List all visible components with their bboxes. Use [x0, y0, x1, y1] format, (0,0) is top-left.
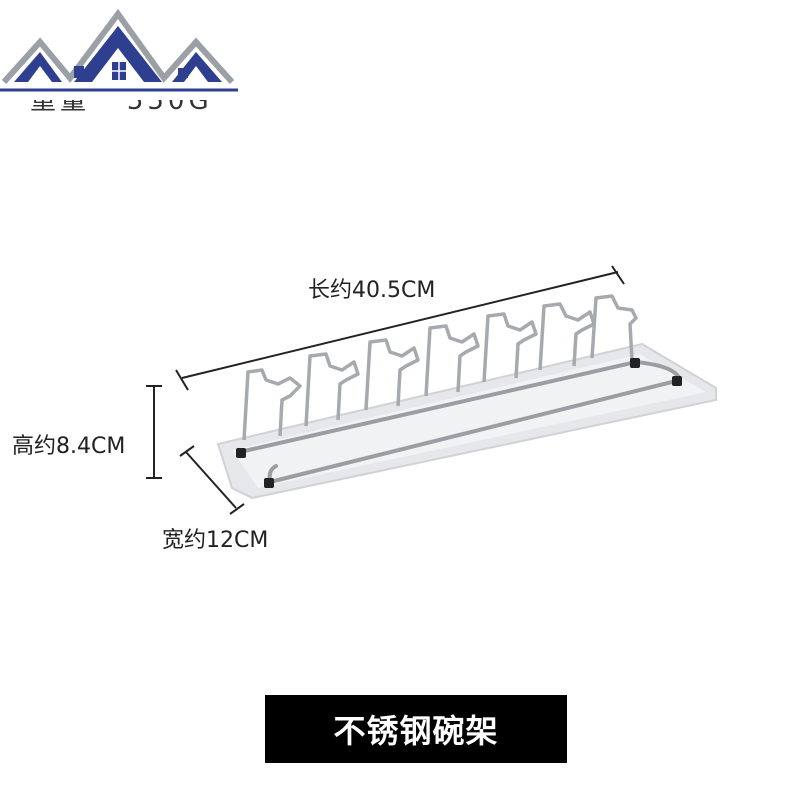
length-label: 长约40.5CM [308, 278, 436, 303]
wire-plate-holders [242, 294, 638, 441]
length-dimension-line [175, 265, 625, 391]
drip-tray [216, 342, 717, 500]
product-caption: 不锈钢碗架 [333, 712, 499, 750]
house-roofs-icon [0, 0, 238, 100]
brand-logo [0, 0, 238, 100]
rack-feet [236, 358, 682, 488]
height-label: 高约8.4CM [12, 434, 126, 459]
width-dimension-line [179, 445, 245, 515]
product-caption-banner: 不锈钢碗架 [265, 695, 567, 763]
height-dimension-line [146, 385, 162, 479]
width-label: 宽约12CM [162, 528, 269, 553]
